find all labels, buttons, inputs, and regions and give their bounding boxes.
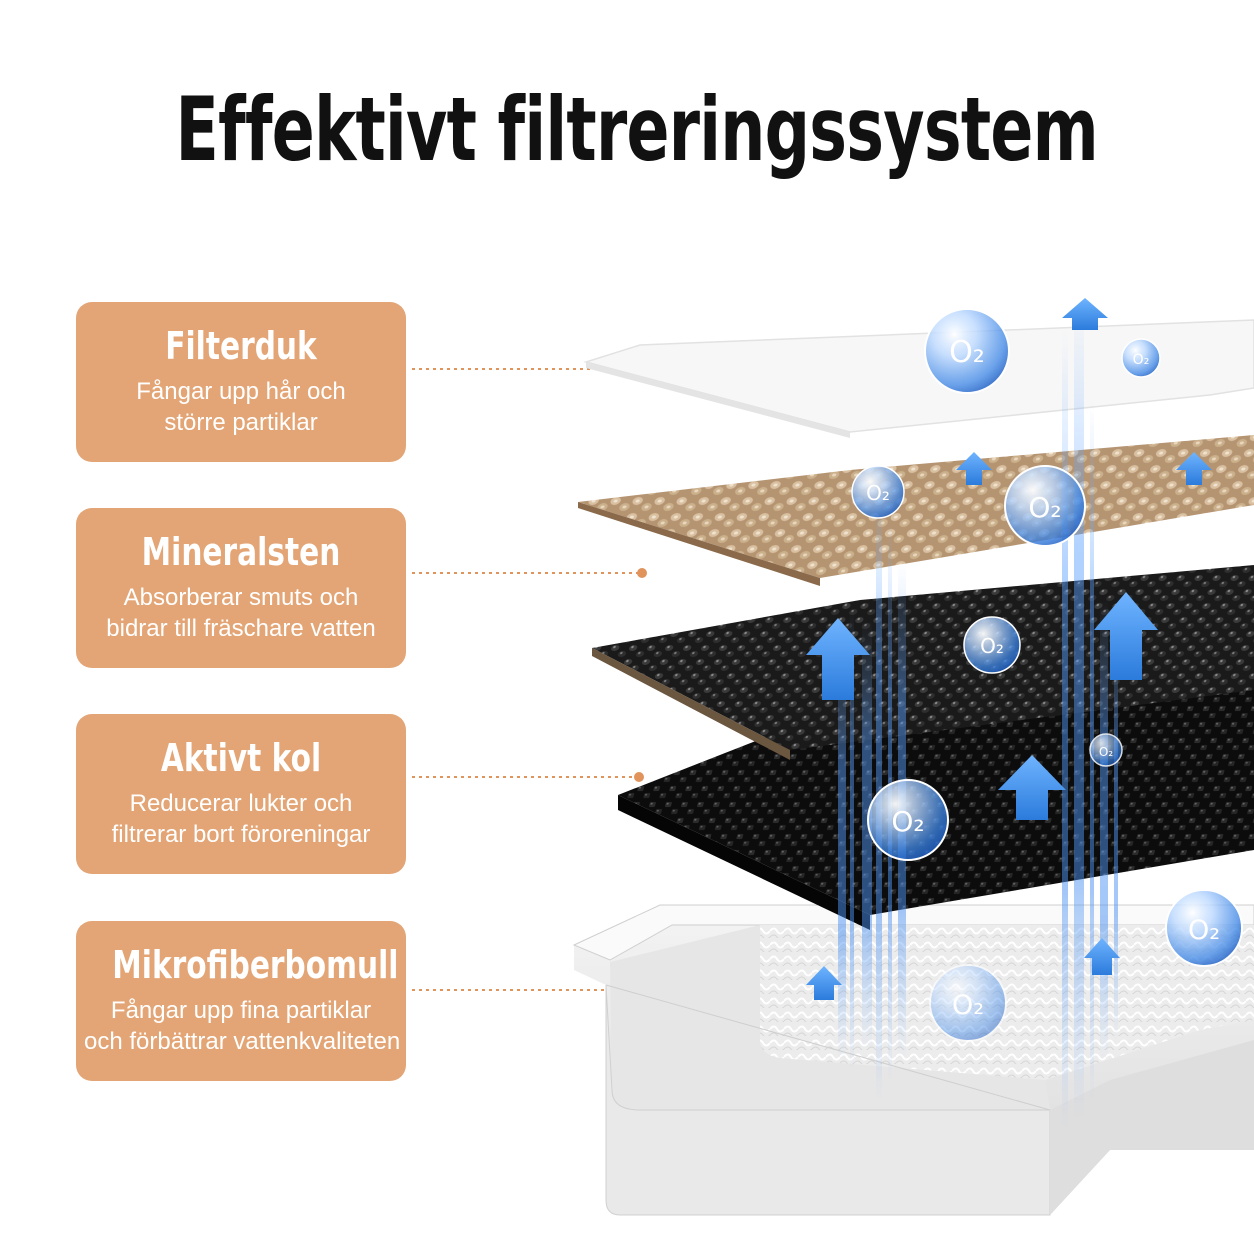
tray-illustration (572, 904, 1254, 1216)
tan-mineral-layer (578, 435, 1254, 586)
filter-cloth-layer (583, 319, 1254, 438)
svg-text:O₂: O₂ (1099, 745, 1113, 759)
black-mineral-layer (592, 565, 1254, 760)
card-description: Fångar upp fina partiklar och förbättrar… (84, 997, 401, 1055)
card-filterduk: Filterduk Fångar upp hår och större part… (76, 302, 406, 462)
card-description: Absorberar smuts och bidrar till fräscha… (106, 584, 376, 642)
svg-text:O₂: O₂ (952, 990, 984, 1021)
card-mineralsten: Mineralsten Absorberar smuts och bidrar … (76, 508, 406, 668)
svg-text:O₂: O₂ (1133, 352, 1150, 368)
o2-bubble-icon: O₂ (963, 616, 1021, 674)
arrow-up-icon (1094, 592, 1158, 680)
oxygen-bubbles: O₂ O₂ O₂ O₂ O₂ O₂ O₂ O₂ (851, 308, 1243, 1042)
svg-text:O₂: O₂ (1188, 915, 1220, 946)
arrow-up-icon (806, 618, 870, 700)
card-title: Mineralsten (141, 530, 341, 574)
svg-text:O₂: O₂ (1028, 491, 1061, 524)
connector-lines (412, 364, 657, 995)
svg-text:O₂: O₂ (949, 335, 985, 370)
o2-bubble-icon: O₂ (851, 465, 905, 519)
arrow-up-icon (956, 452, 992, 485)
card-title: Aktivt kol (160, 736, 322, 780)
arrow-up-icon (998, 755, 1066, 820)
svg-text:O₂: O₂ (866, 481, 890, 505)
card-description: Reducerar lukter och filtrerar bort föro… (111, 790, 371, 848)
o2-bubble-icon: O₂ (1121, 338, 1161, 378)
arrow-up-icon (806, 966, 842, 1000)
page-title: Effektivt filtreringssystem (175, 78, 1099, 181)
arrow-up-icon (1176, 452, 1212, 485)
o2-bubble-icon: O₂ (867, 779, 949, 861)
o2-bubble-icon: O₂ (1004, 465, 1086, 547)
card-description: Fångar upp hår och större partiklar (136, 378, 346, 436)
o2-bubble-icon: O₂ (1089, 733, 1123, 767)
card-title: Filterduk (165, 324, 317, 368)
card-mikrofiberbomull: Mikrofiberbomull Fångar upp fina partikl… (76, 921, 406, 1081)
o2-bubble-icon: O₂ (1165, 889, 1243, 967)
upward-arrows (806, 298, 1212, 1000)
o2-bubble-icon: O₂ (924, 308, 1010, 394)
card-title: Mikrofiberbomull (112, 943, 399, 987)
arrow-up-icon (1062, 298, 1108, 330)
svg-text:O₂: O₂ (980, 634, 1004, 658)
arrow-up-icon (1084, 938, 1120, 975)
o2-bubble-icon: O₂ (929, 964, 1007, 1042)
svg-text:O₂: O₂ (891, 805, 924, 838)
card-aktivt-kol: Aktivt kol Reducerar lukter och filtrera… (76, 714, 406, 874)
